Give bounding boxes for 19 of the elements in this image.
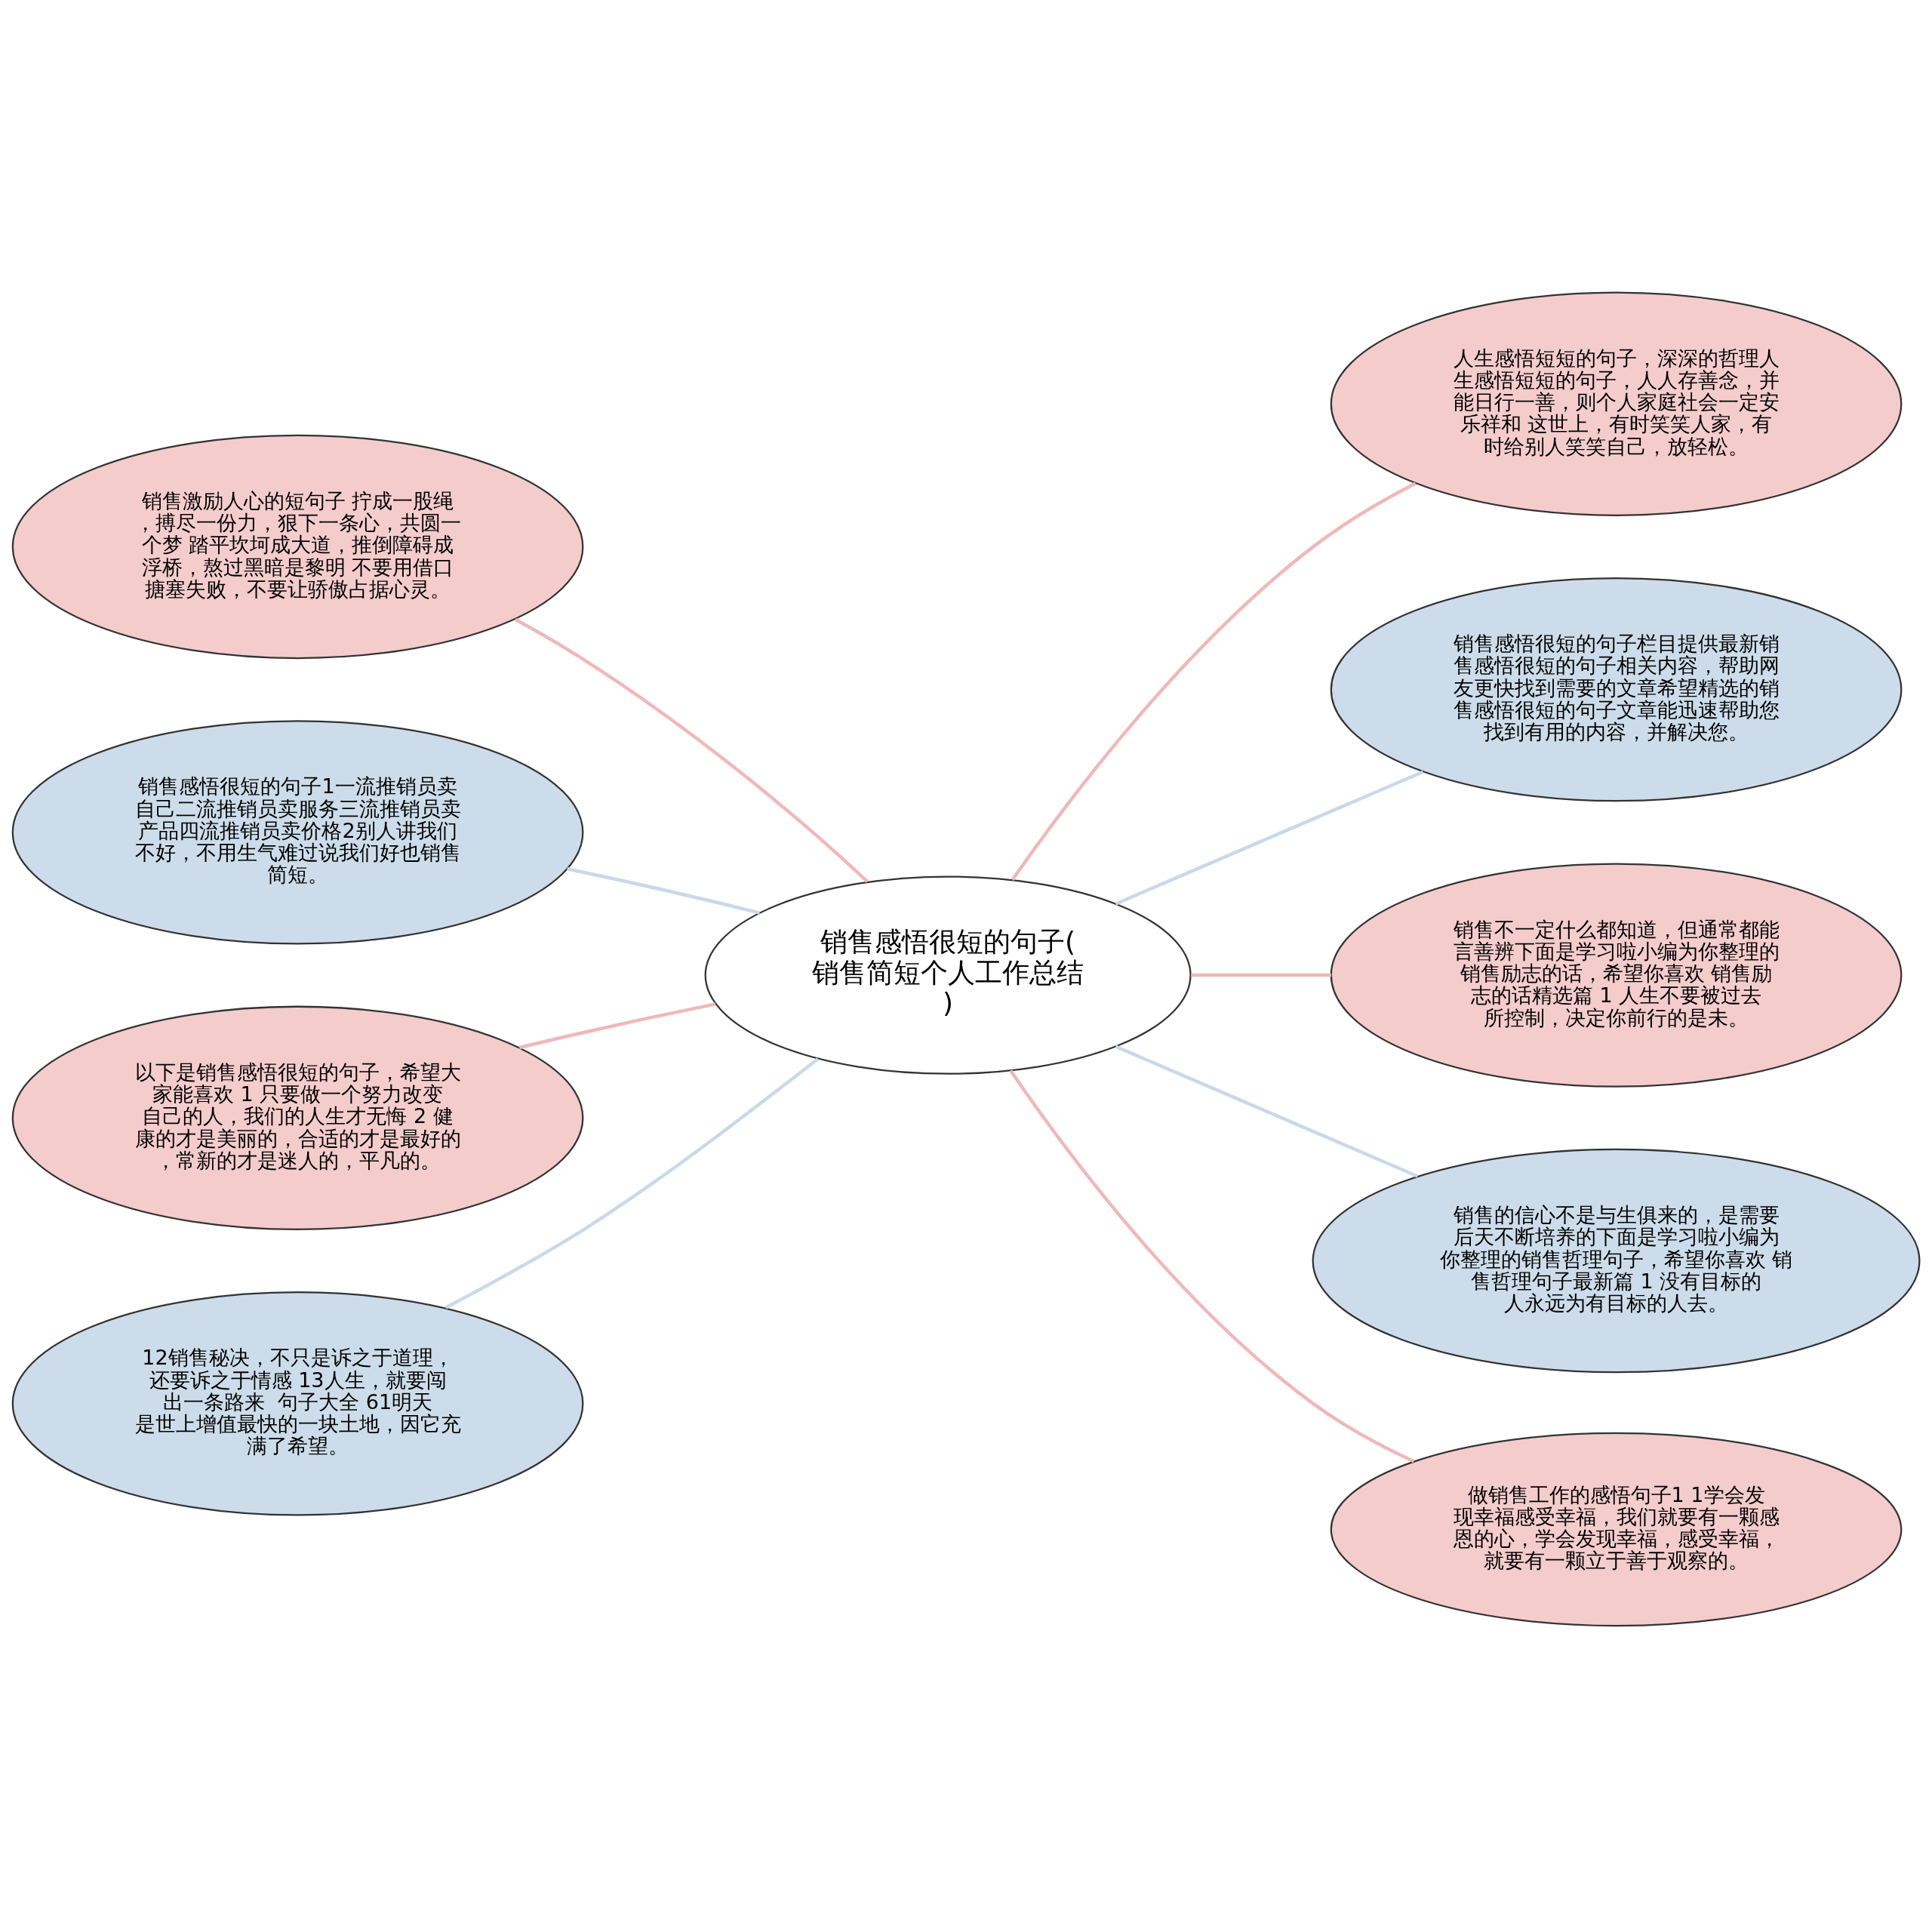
node-ellipse: 12销售秘决，不只是诉之于道理，还要诉之于情感 13人生，就要闯出一条路来 句子大全 61明天是世上增值最快的一块土地，因它充满了希望。	[11, 1291, 584, 1516]
connector	[1115, 770, 1424, 906]
connector	[1115, 1045, 1419, 1178]
connector	[518, 1002, 716, 1049]
node-ellipse: 销售的信心不是与生俱来的，是需要后天不断培养的下面是学习啦小编为你整理的销售哲理句子，希望你喜欢 销售哲理句子最新篇 1 没有目标的人永远为有目标的人去。	[1312, 1148, 1921, 1373]
connector	[1011, 482, 1417, 881]
connector	[514, 617, 869, 883]
node-ellipse: 销售激励人心的短句子 拧成一股绳，搏尽一份力，狠下一条心，共圆一个梦 踏平坎坷成大道，推倒障碍成浮桥，熬过黑暗是黎明 不要用借口搪塞失败，不要让骄傲占据心灵。	[11, 434, 584, 659]
connector	[1191, 973, 1331, 977]
node-ellipse: 做销售工作的感悟句子1 1学会发现幸福感受幸福，我们就要有一颗感恩的心，学会发现幸福，感受幸福，就要有一颗立于善于观察的。	[1330, 1432, 1903, 1626]
node-ellipse: 以下是销售感悟很短的句子，希望大家能喜欢 1 只要做一个努力改变自己的人，我们的人生才无悔 2 健康的才是美丽的，合适的才是最好的，常新的才是迷人的，平凡的。	[11, 1005, 584, 1230]
node-ellipse: 销售感悟很短的句子栏目提供最新销售感悟很短的句子相关内容，帮助网友更快找到需要的文章希望精选的销售感悟很短的句子文章能迅速帮助您找到有用的内容，并解决您。	[1330, 577, 1903, 802]
node-ellipse: 人生感悟短短的句子，深深的哲理人生感悟短短的句子，人人存善念，并能日行一善，则个人家庭社会一定安乐祥和 这世上，有时笑笑人家，有时给别人笑笑自己，放轻松。	[1330, 291, 1903, 516]
connector	[567, 866, 760, 915]
node-ellipse: 销售感悟很短的句子1一流推销员卖自己二流推销员卖服务三流推销员卖产品四流推销员卖价格2别人讲我们不好，不用生气难过说我们好也销售简短。	[11, 719, 584, 945]
node-ellipse: 销售感悟很短的句子(销售简短个人工作总结)	[704, 875, 1192, 1075]
connector	[445, 1057, 820, 1309]
node-ellipse: 销售不一定什么都知道，但通常都能言善辨下面是学习啦小编为你整理的销售励志的话，希望你喜欢 销售励志的话精选篇 1 人生不要被过去所控制，决定你前行的是未。	[1330, 862, 1903, 1088]
connector	[1009, 1069, 1415, 1463]
